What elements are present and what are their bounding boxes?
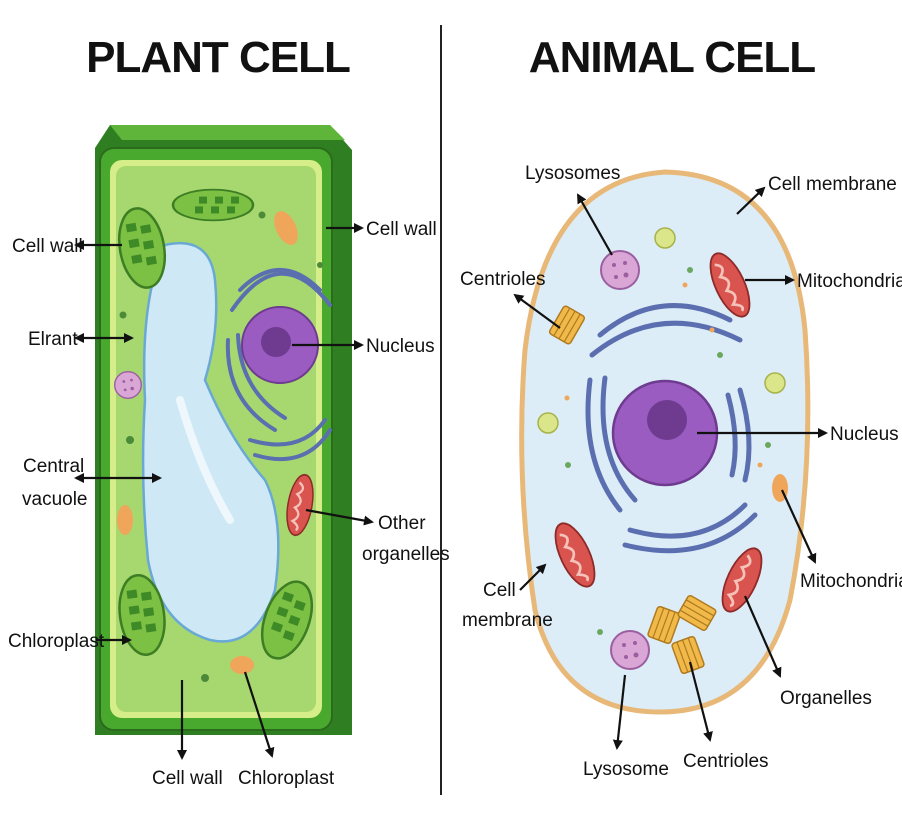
label-cell-wall-bottom: Cell wall xyxy=(152,768,223,789)
organelle xyxy=(117,505,133,535)
plant-cell-title: PLANT CELL xyxy=(86,33,350,82)
vesicle xyxy=(654,227,676,249)
animal-pointer-lines xyxy=(513,186,828,750)
label-other-organelles-line2: organelles xyxy=(362,544,450,565)
label-mitochondria-right: Mitochondria xyxy=(800,571,902,592)
label-centrioles-top: Centrioles xyxy=(460,269,546,290)
label-other-organelles-line1: Other xyxy=(378,513,426,534)
label-chloroplast-bottom: Chloroplast xyxy=(238,768,335,789)
label-cell-wall-left: Cell wall xyxy=(12,236,83,257)
label-nucleus-animal: Nucleus xyxy=(830,424,899,445)
label-central-vacuole-line1: Central xyxy=(23,456,84,477)
lysosome xyxy=(600,250,640,290)
lysosome xyxy=(113,371,143,399)
endoplasmic-reticulum xyxy=(225,268,332,462)
label-cell-membrane-top: Cell membrane xyxy=(768,174,897,195)
label-chloroplast-left: Chloroplast xyxy=(8,631,105,652)
lysosome xyxy=(610,630,650,670)
label-lysosomes: Lysosomes xyxy=(525,163,620,184)
label-central-vacuole-line2: vacuole xyxy=(22,489,88,510)
label-elrant: Elrant xyxy=(28,329,78,350)
organelle xyxy=(274,211,298,245)
label-cell-membrane-left-line2: membrane xyxy=(462,610,553,631)
nucleolus xyxy=(261,327,291,357)
endoplasmic-reticulum xyxy=(585,303,758,554)
label-lysosome: Lysosome xyxy=(583,759,669,780)
animal-cell xyxy=(519,169,811,715)
label-organelles: Organelles xyxy=(780,688,872,709)
plant-cell xyxy=(95,125,352,735)
vesicle xyxy=(537,412,559,434)
label-nucleus-plant: Nucleus xyxy=(366,336,435,357)
label-mitochondria-top: Mitochondria xyxy=(797,271,902,292)
label-cell-wall-right: Cell wall xyxy=(366,219,437,240)
label-cell-membrane-left-line1: Cell xyxy=(483,580,516,601)
organelle xyxy=(230,656,254,674)
nucleolus xyxy=(647,400,687,440)
label-centrioles-bottom: Centrioles xyxy=(683,751,769,772)
plant-pointer-lines xyxy=(74,223,374,760)
vesicle xyxy=(764,372,786,394)
animal-cell-title: ANIMAL CELL xyxy=(529,33,816,82)
chloroplast xyxy=(171,188,255,222)
